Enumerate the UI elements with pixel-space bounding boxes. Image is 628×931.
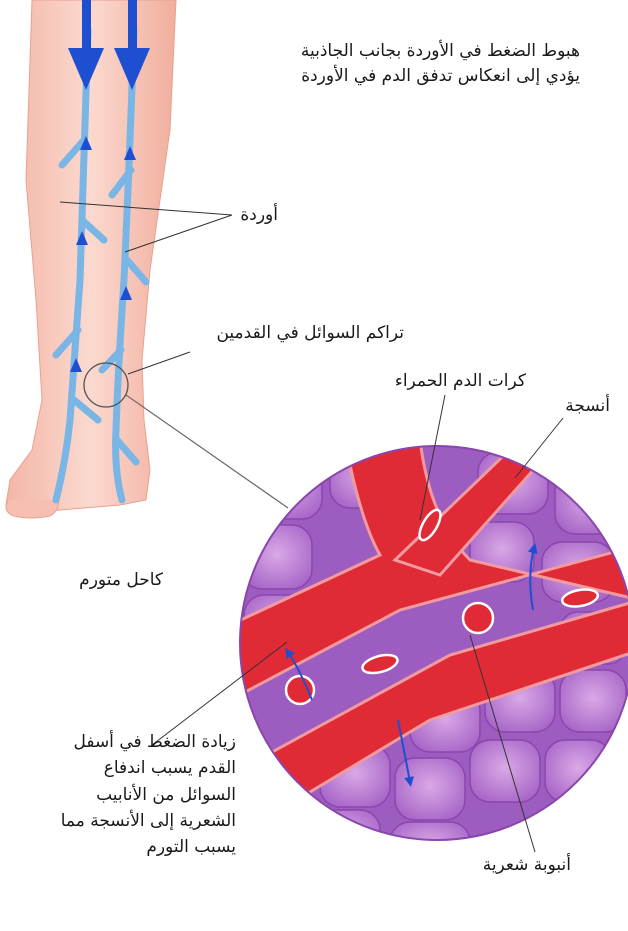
tissue-label: أنسجة	[565, 393, 610, 419]
leg-illustration	[6, 0, 176, 518]
foot-toes	[6, 500, 58, 518]
pressure-line3: السوائل من الأنابيب	[24, 782, 236, 808]
magnified-view	[230, 440, 628, 872]
gravity-label-line1: هبوط الضغط في الأوردة بجانب الجاذبية	[301, 38, 580, 64]
pressure-line2: القدم يسبب اندفاع	[24, 755, 236, 781]
gravity-label-line2: يؤدي إلى انعكاس تدفق الدم في الأوردة	[301, 63, 580, 89]
capillary-label: أنبوبة شعرية	[483, 852, 571, 878]
red-blood-cells-label: كرات الدم الحمراء	[395, 368, 526, 394]
fluid-buildup-label: تراكم السوائل في القدمين	[216, 320, 404, 346]
pressure-description: زيادة الضغط في أسفل القدم يسبب اندفاع ال…	[24, 729, 236, 861]
pressure-line5: يسبب التورم	[24, 834, 236, 860]
pressure-line1: زيادة الضغط في أسفل	[24, 729, 236, 755]
magnifier-connector	[126, 395, 288, 508]
veins-label: أوردة	[240, 202, 278, 228]
pressure-line4: الشعرية إلى الأنسجة مما	[24, 808, 236, 834]
swollen-ankle-label: كاحل متورم	[79, 567, 163, 593]
